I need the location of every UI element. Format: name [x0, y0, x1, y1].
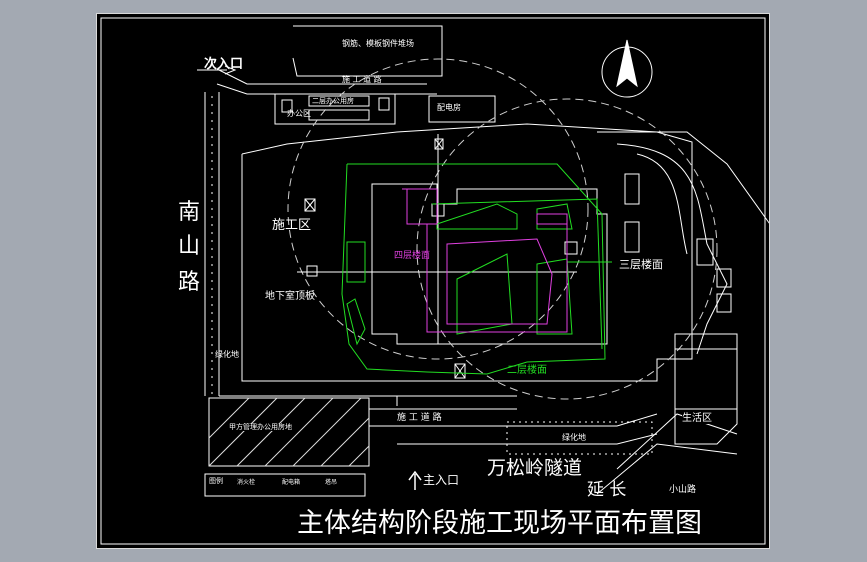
- floor-4-label: 四层楼面: [394, 251, 431, 261]
- floor-2-label: 二层楼面: [507, 365, 547, 376]
- east-building-1: [624, 173, 640, 205]
- right-curved-road: [616, 143, 728, 355]
- nanshan-road-label-1: 南: [178, 200, 201, 225]
- owner-office-area: [208, 397, 370, 467]
- north-arrow-icon: [601, 39, 653, 98]
- legend-item-1: 消火栓: [237, 479, 256, 486]
- tunnel-extension-label: 延 长: [587, 480, 627, 500]
- legend-item-2: 配电箱: [282, 479, 301, 486]
- east-building-2: [624, 221, 640, 253]
- two-floor-office-label: 二层办公用房: [312, 97, 354, 105]
- tower-crane-markers: [304, 138, 466, 379]
- drawing-sheet: 次入口 钢筋、模板钢件堆场 施 工 道 路 办公区 二层办公用房 配电房 南 山…: [96, 13, 770, 549]
- floor-4-outline: [402, 188, 568, 333]
- floor-3-label: 三层楼面: [619, 258, 663, 271]
- office-block: [274, 93, 396, 125]
- main-entrance-label: 主入口: [423, 473, 460, 487]
- crane-radius-2: [416, 98, 718, 400]
- owner-office-label: 甲方管理办公用房地: [229, 423, 292, 431]
- tunnel-label: 万松岭隧道: [487, 457, 583, 479]
- site-boundary: [241, 123, 693, 382]
- bottom-green-area: [506, 421, 653, 455]
- greening-bottom-label: 绿化地: [562, 433, 586, 442]
- legend-item-3: 塔吊: [325, 479, 338, 486]
- steel-yard-outline: [292, 25, 443, 77]
- secondary-entrance-label: 次入口: [204, 57, 244, 72]
- power-room: [428, 95, 496, 123]
- living-area: [674, 333, 738, 445]
- main-title: 主体结构阶段施工现场平面布置图: [297, 508, 702, 539]
- legend-box: [204, 473, 366, 497]
- nanshan-road-label-3: 路: [178, 270, 201, 295]
- greening-left-label: 绿化地: [215, 350, 239, 359]
- office-label: 办公区: [287, 109, 311, 118]
- basement-roof-label: 地下室顶板: [265, 291, 315, 302]
- entrance-arrow-icon: [408, 470, 422, 490]
- floor-2-outline: [341, 163, 612, 375]
- bottom-road-label: 施 工 道 路: [397, 413, 442, 423]
- legend-title: 图例: [209, 477, 223, 485]
- top-road: [216, 68, 437, 95]
- xiaoshan-road-label: 小山路: [669, 485, 697, 495]
- crane-radius-1: [287, 58, 589, 360]
- power-room-label: 配电房: [437, 103, 461, 112]
- living-area-label: 生活区: [682, 413, 712, 424]
- drawing-frame: [100, 17, 766, 545]
- work-area-label: 施工区: [272, 218, 312, 233]
- top-road-label: 施 工 道 路: [342, 75, 382, 84]
- nanshan-road-label-2: 山: [178, 234, 201, 259]
- bottom-road: [369, 408, 658, 427]
- nanshan-road-edge: [204, 92, 220, 396]
- steel-yard-label: 钢筋、模板钢件堆场: [342, 39, 414, 48]
- site-plan-drawing: [100, 17, 769, 545]
